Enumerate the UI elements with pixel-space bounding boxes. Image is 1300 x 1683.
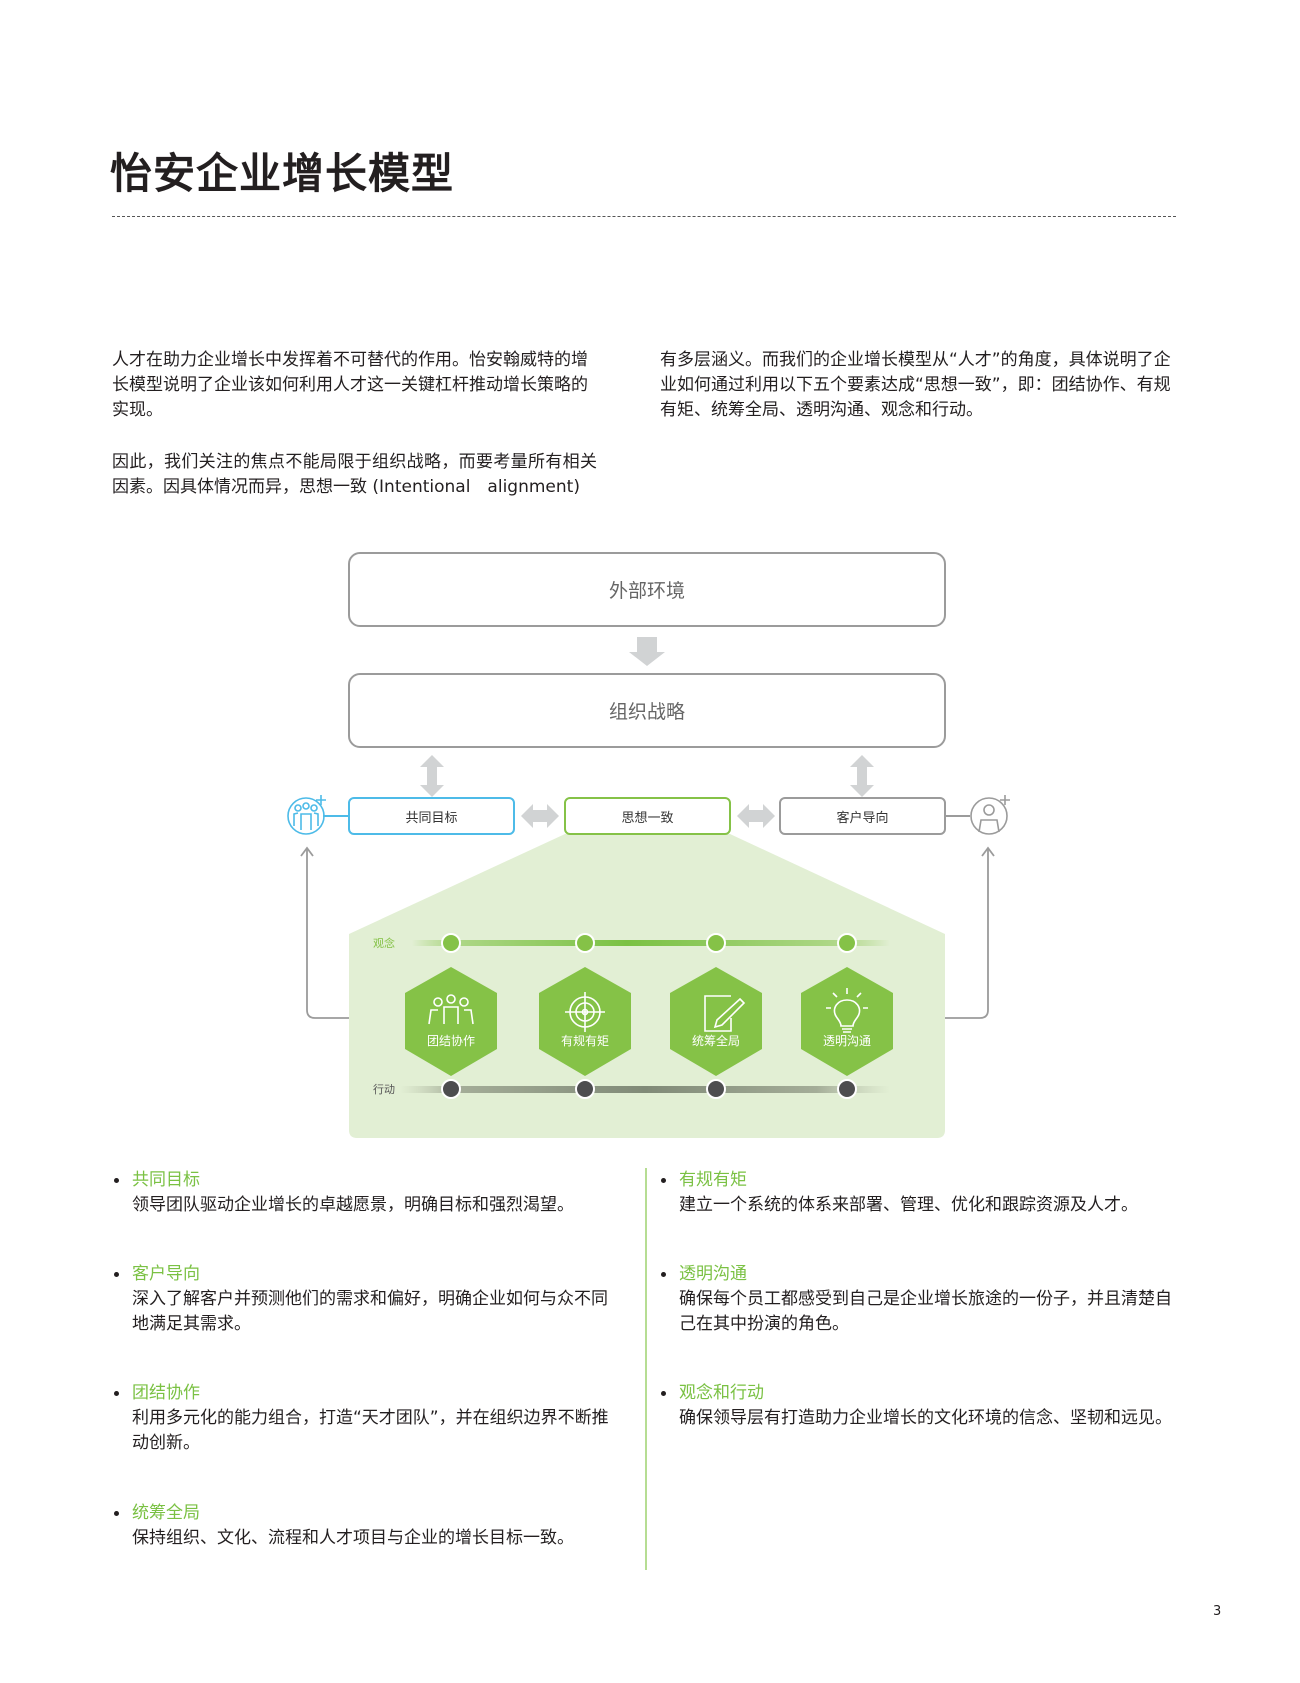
belief-dots <box>441 933 857 953</box>
double-arrow-vertical-left <box>420 755 444 797</box>
page-title: 怡安企业增长模型 <box>110 149 455 198</box>
hexagon-team <box>405 967 497 1076</box>
bullet-dot <box>661 1178 666 1183</box>
customer-focus-box: 客户导向 <box>779 797 946 835</box>
target-icon <box>565 992 605 1032</box>
bullet-body: 确保领导层有打造助力企业增长的文化环境的信念、坚韧和远见。 <box>679 1408 1172 1428</box>
customer-focus-label: 客户导向 <box>836 810 889 826</box>
bullet-heading: 有规有矩 <box>679 1170 747 1190</box>
intro-right-column: 有多层涵义。而我们的企业增长模型从“人才”的角度，具体说明了企业如何通过利用以下… <box>660 348 1180 450</box>
feedback-arrow-right <box>945 848 989 1019</box>
bullet-body: 确保每个员工都感受到自己是企业增长旅途的一份子，并且清楚自己在其中扮演的角色。 <box>679 1289 1172 1334</box>
hex-label-target: 有规有矩 <box>560 1034 609 1048</box>
shared-goal-box: 共同目标 <box>348 797 515 835</box>
double-arrow-vertical-right <box>850 755 874 797</box>
belief-line <box>412 940 890 946</box>
organizational-strategy-label: 组织战略 <box>608 701 685 723</box>
hexagon-target <box>539 967 631 1076</box>
list-item: 团结协作 利用多元化的能力组合，打造“天才团队”，并在组织边界不断推动创新。 <box>114 1381 622 1456</box>
shared-goal-label: 共同目标 <box>405 810 458 826</box>
intro-paragraph: 因此，我们关注的焦点不能局限于组织战略，而要考量所有相关因素。因具体情况而异，思… <box>112 452 597 497</box>
bullet-body: 利用多元化的能力组合，打造“天才团队”，并在组织边界不断推动创新。 <box>132 1408 609 1453</box>
bullet-heading: 透明沟通 <box>679 1264 747 1284</box>
edit-document-icon <box>704 995 746 1032</box>
bullet-heading: 统筹全局 <box>132 1503 200 1523</box>
team-icon <box>428 994 474 1025</box>
bullet-heading: 观念和行动 <box>679 1383 764 1403</box>
column-divider <box>645 1168 647 1570</box>
intro-paragraph: 有多层涵义。而我们的企业增长模型从“人才”的角度，具体说明了企业如何通过利用以下… <box>660 350 1171 420</box>
down-arrow-icon <box>629 637 665 666</box>
bullet-dot <box>114 1178 119 1183</box>
list-item: 统筹全局 保持组织、文化、流程和人才项目与企业的增长目标一致。 <box>114 1501 622 1551</box>
list-item: 观念和行动 确保领导层有打造助力企业增长的文化环境的信念、坚韧和远见。 <box>661 1381 1179 1431</box>
bullet-dot <box>661 1272 666 1277</box>
action-label: 行动 <box>373 1083 395 1096</box>
belief-label: 观念 <box>373 937 395 950</box>
action-dots <box>441 1079 857 1099</box>
user-add-icon <box>970 795 1010 835</box>
bullet-body: 建立一个系统的体系来部署、管理、优化和跟踪资源及人才。 <box>679 1195 1138 1215</box>
list-item: 有规有矩 建立一个系统的体系来部署、管理、优化和跟踪资源及人才。 <box>661 1168 1179 1218</box>
feedback-arrow-left <box>306 848 349 1019</box>
intro-left-column: 人才在助力企业增长中发挥着不可替代的作用。怡安翰威特的增长模型说明了企业该如何利… <box>112 348 597 527</box>
alignment-box: 思想一致 <box>564 797 731 835</box>
action-line <box>400 1086 890 1093</box>
title-divider <box>112 216 1176 217</box>
double-arrow-horizontal-left <box>521 804 559 828</box>
external-environment-box: 外部环境 <box>348 552 946 627</box>
intro-paragraph: 人才在助力企业增长中发挥着不可替代的作用。怡安翰威特的增长模型说明了企业该如何利… <box>112 350 588 420</box>
list-item: 共同目标 领导团队驱动企业增长的卓越愿景，明确目标和强烈渴望。 <box>114 1168 622 1218</box>
team-add-icon <box>287 795 326 835</box>
bullet-heading: 团结协作 <box>132 1383 200 1403</box>
bullet-dot <box>661 1391 666 1396</box>
page-number: 3 <box>1213 1604 1222 1619</box>
alignment-house-shape <box>349 834 945 1138</box>
bullet-dot <box>114 1272 119 1277</box>
alignment-label: 思想一致 <box>621 810 674 826</box>
hex-label-overview: 统筹全局 <box>691 1034 740 1048</box>
bullet-heading: 客户导向 <box>132 1264 200 1284</box>
hexagon-transparency <box>801 967 893 1076</box>
double-arrow-horizontal-right <box>737 804 775 828</box>
bullet-dot <box>114 1391 119 1396</box>
bullet-body: 深入了解客户并预测他们的需求和偏好，明确企业如何与众不同地满足其需求。 <box>132 1289 608 1334</box>
bullet-heading: 共同目标 <box>132 1170 200 1190</box>
bullet-body: 保持组织、文化、流程和人才项目与企业的增长目标一致。 <box>132 1528 574 1548</box>
hexagon-overview <box>670 967 762 1076</box>
bullet-dot <box>114 1511 119 1516</box>
hex-label-team: 团结协作 <box>426 1034 475 1048</box>
list-item: 客户导向 深入了解客户并预测他们的需求和偏好，明确企业如何与众不同地满足其需求。 <box>114 1262 622 1337</box>
external-environment-label: 外部环境 <box>608 580 685 602</box>
bullet-body: 领导团队驱动企业增长的卓越愿景，明确目标和强烈渴望。 <box>132 1195 574 1215</box>
lightbulb-icon <box>826 988 868 1033</box>
hex-label-transparency: 透明沟通 <box>822 1034 871 1048</box>
organizational-strategy-box: 组织战略 <box>348 673 946 748</box>
list-item: 透明沟通 确保每个员工都感受到自己是企业增长旅途的一份子，并且清楚自己在其中扮演… <box>661 1262 1179 1337</box>
